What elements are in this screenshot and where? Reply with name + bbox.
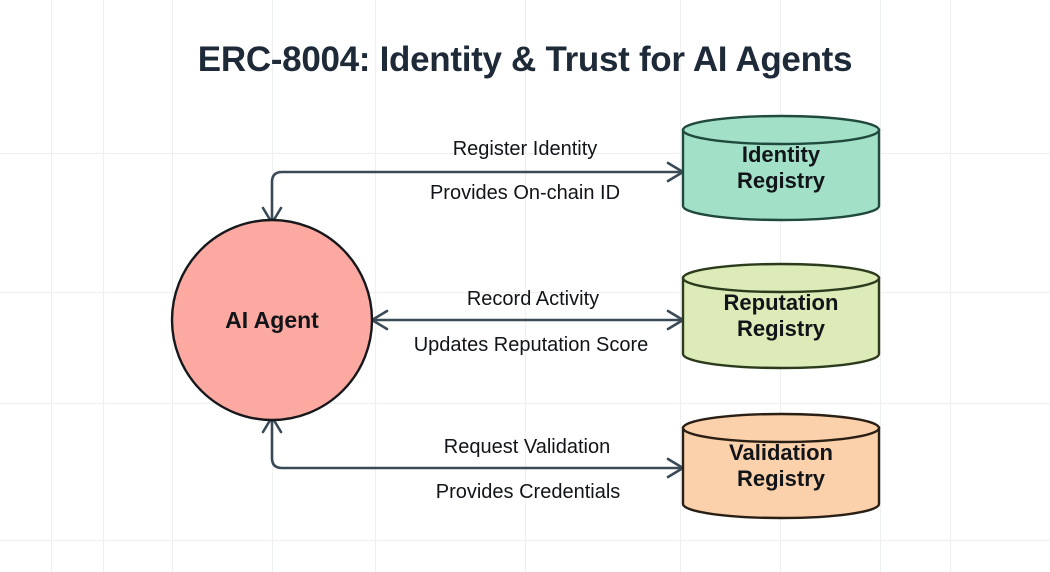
edge-validation-registry xyxy=(261,415,685,479)
node-validation-registry[interactable] xyxy=(681,412,881,520)
node-ai-agent[interactable] xyxy=(170,218,374,422)
page-title: ERC-8004: Identity & Trust for AI Agents xyxy=(197,40,853,79)
node-identity-registry[interactable] xyxy=(681,114,881,222)
edge-reputation-registry xyxy=(370,309,685,331)
edge-identity-registry xyxy=(261,161,685,225)
node-reputation-registry[interactable] xyxy=(681,262,881,370)
